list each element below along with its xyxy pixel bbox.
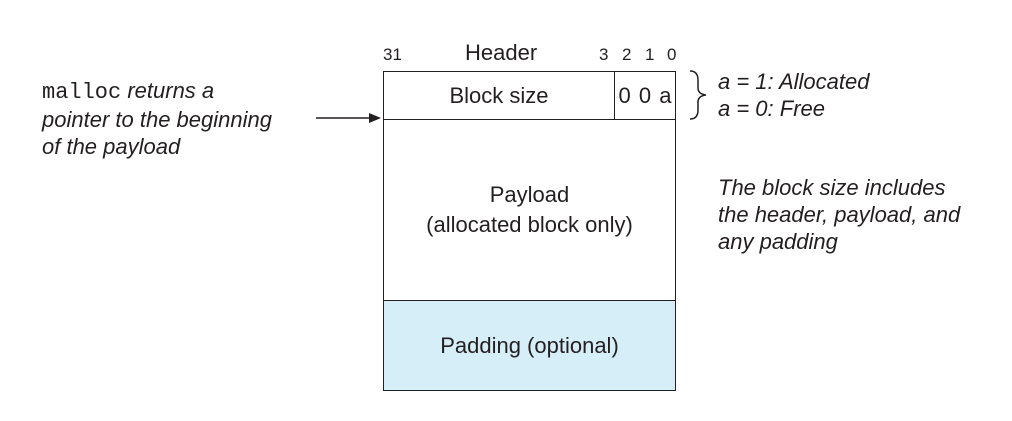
alloc-legend-allocated: a = 1: Allocated bbox=[718, 69, 870, 94]
bit-31-label: 31 bbox=[383, 45, 402, 64]
malloc-note: malloc returns a pointer to the beginnin… bbox=[42, 77, 272, 160]
alloc-legend-free: a = 0: Free bbox=[718, 96, 826, 121]
alloc-brace-icon bbox=[689, 70, 707, 120]
flag-bits-cell: 0 0 a bbox=[618, 82, 673, 108]
bit-2-label: 2 bbox=[622, 45, 632, 64]
malloc-code: malloc bbox=[42, 80, 122, 105]
block-size-cell: Block size bbox=[384, 72, 615, 119]
bit-0-label: 0 bbox=[667, 45, 677, 64]
payload-pointer-arrow bbox=[316, 113, 381, 123]
malloc-note-line1: returns a bbox=[121, 78, 215, 103]
alloc-legend: a = 1: Allocated a = 0: Free bbox=[718, 68, 869, 122]
block-size-note-line2: the header, payload, and bbox=[718, 202, 961, 227]
padding-region: Padding (optional) bbox=[384, 301, 675, 390]
block-size-note-line1: The block size includes bbox=[718, 175, 946, 200]
block-size-note-line3: any padding bbox=[718, 229, 838, 254]
block-size-note: The block size includes the header, payl… bbox=[718, 174, 960, 255]
header-title: Header bbox=[465, 40, 538, 65]
payload-sublabel: (allocated block only) bbox=[426, 212, 633, 237]
header-row: Block size 0 0 a bbox=[384, 72, 675, 120]
bit-3-label: 3 bbox=[599, 45, 609, 64]
payload-label: Payload bbox=[489, 182, 570, 207]
payload-region: Payload (allocated block only) bbox=[384, 120, 675, 301]
malloc-note-line3: of the payload bbox=[42, 134, 181, 159]
malloc-note-line2: pointer to the beginning bbox=[42, 107, 272, 132]
bit-1-label: 1 bbox=[645, 45, 655, 64]
heap-block: Block size 0 0 a Payload (allocated bloc… bbox=[383, 71, 676, 391]
